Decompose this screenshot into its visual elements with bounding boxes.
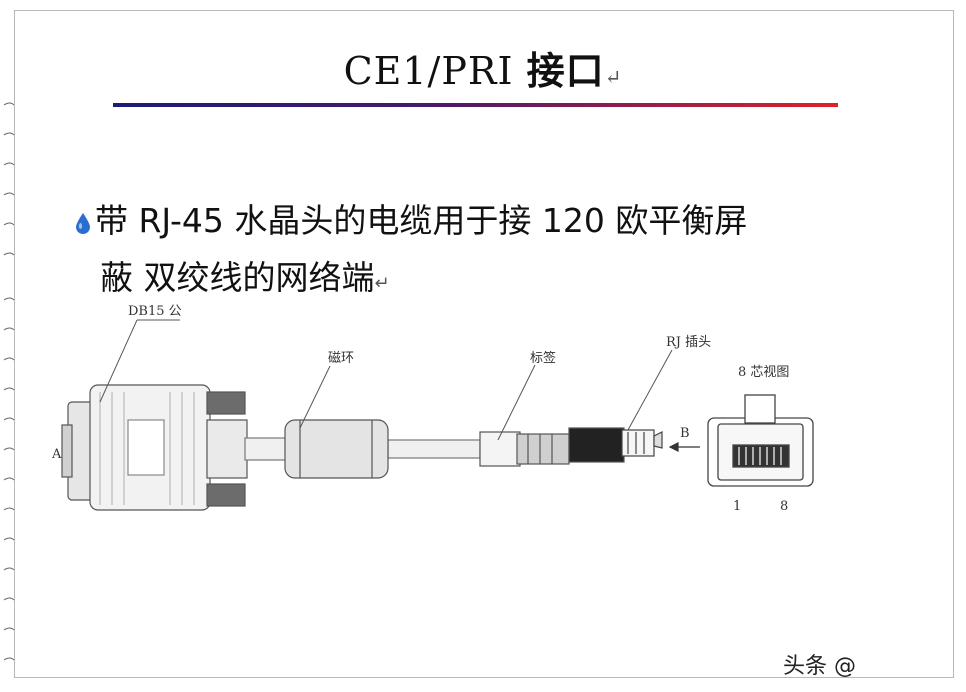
label-db15: DB15 公 [128, 304, 182, 319]
title-latin: CE1/PRI [343, 49, 527, 93]
cable [244, 437, 481, 461]
bullet-line-1: 带 RJ-45 水晶头的电缆用于接 120 欧平衡屏 [75, 192, 855, 249]
ferrite-bead [284, 419, 389, 479]
bullet-text-2: 蔽 双绞线的网络端 [100, 258, 375, 297]
slide-page [14, 10, 954, 678]
arrow-b [668, 442, 700, 452]
rj45-socket-view [707, 394, 814, 487]
label-rj-plug: RJ 插头 [666, 335, 711, 350]
bullet-line-2: 蔽 双绞线的网络端↵ [75, 249, 855, 312]
label-ferrite: 磁环 [328, 351, 354, 366]
label-a: A [51, 447, 62, 462]
return-mark: ↵ [604, 65, 623, 89]
cable-boot [479, 427, 625, 467]
binding-rings [3, 102, 15, 661]
watermark: 头条 @ [783, 654, 856, 679]
leader-lines [99, 319, 673, 441]
water-drop-bullet-icon [76, 213, 90, 234]
db15-connector [61, 384, 248, 511]
bullet-paragraph: 带 RJ-45 水晶头的电缆用于接 120 欧平衡屏 蔽 双绞线的网络端↵ [75, 192, 855, 312]
title-cjk: 接口 [526, 49, 605, 93]
slide-title: CE1/PRI 接口↵ [0, 40, 966, 95]
rj45-plug [621, 429, 663, 457]
bullet-text-1: 带 RJ-45 水晶头的电缆用于接 120 欧平衡屏 [95, 201, 748, 240]
return-mark-2: ↵ [374, 273, 390, 294]
label-pin-1: 1 [733, 499, 741, 514]
label-cable-tag: 标签 [530, 350, 556, 366]
label-arrow-b: B [680, 426, 690, 441]
title-divider [113, 103, 838, 107]
label-pin-view: 8 芯视图 [738, 365, 789, 380]
label-pin-8: 8 [780, 499, 788, 514]
